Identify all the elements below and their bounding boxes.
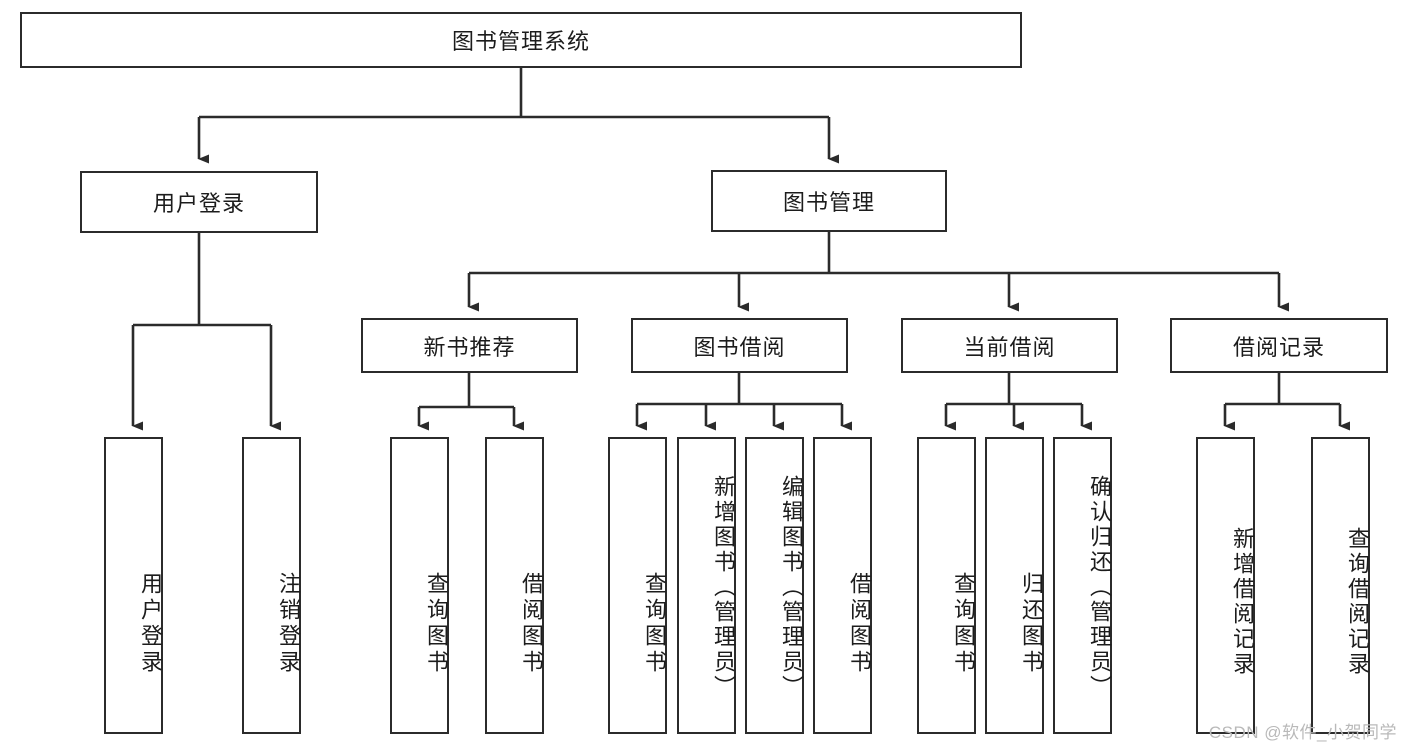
node-new-book-recommend[interactable]: 新书推荐 xyxy=(361,318,578,373)
node-leaf-query-record-label: 查询借阅记录 xyxy=(1345,526,1370,677)
node-leaf-borrow-book-2[interactable]: 借阅图书 xyxy=(813,437,872,734)
node-leaf-query-book-2-label: 查询图书 xyxy=(642,571,667,676)
node-root-label: 图书管理系统 xyxy=(451,29,590,54)
node-user-login-label: 用户登录 xyxy=(152,191,245,216)
node-borrow-record-label: 借阅记录 xyxy=(1232,334,1325,360)
node-leaf-add-record-label: 新增借阅记录 xyxy=(1230,526,1255,677)
node-leaf-edit-book-label: 编辑图书（管理员） xyxy=(779,475,804,700)
node-book-management-label: 图书管理 xyxy=(782,190,875,215)
node-leaf-return-book-label: 归还图书 xyxy=(1019,571,1044,676)
node-root[interactable]: 图书管理系统 xyxy=(20,12,1022,68)
node-leaf-return-book[interactable]: 归还图书 xyxy=(985,437,1044,734)
watermark-text: CSDN @软件_小贺同学 xyxy=(1208,723,1397,742)
node-current-borrow-label: 当前借阅 xyxy=(963,334,1056,360)
node-leaf-user-login-label: 用户登录 xyxy=(138,571,163,676)
node-leaf-borrow-book-2-label: 借阅图书 xyxy=(847,571,872,676)
node-leaf-logout-login[interactable]: 注销登录 xyxy=(242,437,301,734)
node-leaf-query-book-1[interactable]: 查询图书 xyxy=(390,437,449,734)
node-leaf-add-book[interactable]: 新增图书（管理员） xyxy=(677,437,736,734)
node-leaf-logout-login-label: 注销登录 xyxy=(276,571,301,676)
node-book-borrow-label: 图书借阅 xyxy=(693,334,786,360)
node-book-borrow[interactable]: 图书借阅 xyxy=(631,318,848,373)
node-leaf-add-record[interactable]: 新增借阅记录 xyxy=(1196,437,1255,734)
node-leaf-confirm-return[interactable]: 确认归还（管理员） xyxy=(1053,437,1112,734)
node-leaf-confirm-return-label: 确认归还（管理员） xyxy=(1087,475,1112,700)
node-borrow-record[interactable]: 借阅记录 xyxy=(1170,318,1388,373)
node-leaf-query-book-2[interactable]: 查询图书 xyxy=(608,437,667,734)
node-leaf-add-book-label: 新增图书（管理员） xyxy=(711,475,736,700)
node-leaf-query-record[interactable]: 查询借阅记录 xyxy=(1311,437,1370,734)
node-user-login[interactable]: 用户登录 xyxy=(80,171,318,233)
node-leaf-borrow-book-1-label: 借阅图书 xyxy=(519,571,544,676)
node-current-borrow[interactable]: 当前借阅 xyxy=(901,318,1118,373)
node-leaf-user-login[interactable]: 用户登录 xyxy=(104,437,163,734)
node-new-book-recommend-label: 新书推荐 xyxy=(423,334,516,360)
node-book-management[interactable]: 图书管理 xyxy=(711,170,947,232)
node-leaf-query-book-3[interactable]: 查询图书 xyxy=(917,437,976,734)
node-leaf-query-book-3-label: 查询图书 xyxy=(951,571,976,676)
node-leaf-borrow-book-1[interactable]: 借阅图书 xyxy=(485,437,544,734)
node-leaf-edit-book[interactable]: 编辑图书（管理员） xyxy=(745,437,804,734)
node-leaf-query-book-1-label: 查询图书 xyxy=(424,571,449,676)
